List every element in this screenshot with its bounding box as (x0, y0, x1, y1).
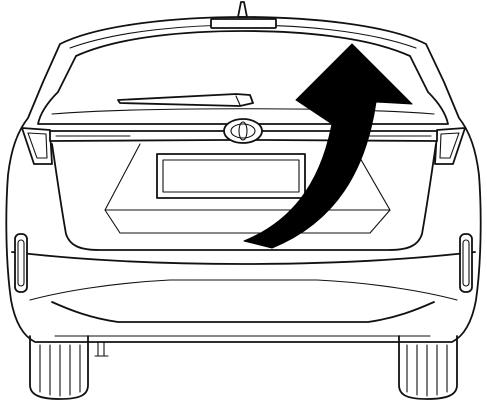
bumper-lower-curve (30, 280, 457, 300)
wheel-left-treads (40, 345, 80, 396)
reflector-right (460, 234, 472, 292)
bumper-diffuser (52, 302, 434, 322)
wheel-right-treads (407, 345, 447, 396)
third-brake-light (211, 19, 276, 28)
toyota-emblem (224, 119, 262, 143)
wheel-left (30, 336, 88, 399)
rear-window (38, 31, 448, 124)
rear-wiper (118, 94, 253, 106)
license-plate (157, 154, 305, 198)
open-tailgate-arrow (244, 44, 412, 248)
window-lower-edge (52, 109, 434, 114)
reflector-left (15, 234, 27, 292)
antenna (238, 2, 247, 17)
wheel-right (399, 336, 457, 399)
underbody (95, 342, 108, 356)
rear-bumper (12, 252, 475, 264)
